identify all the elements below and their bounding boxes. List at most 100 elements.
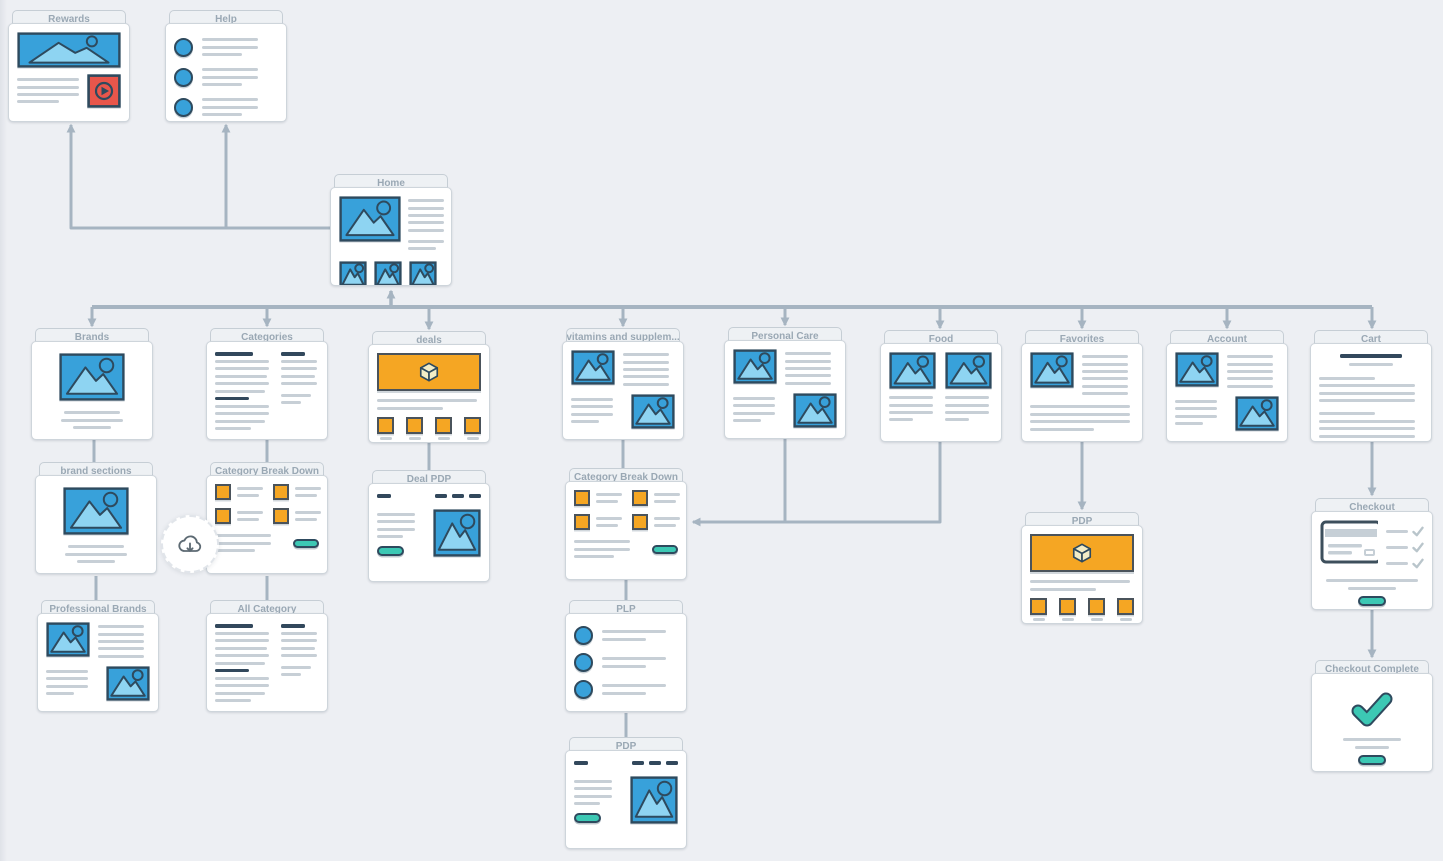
node-help[interactable]: Help — [165, 10, 287, 122]
node-rewards[interactable]: Rewards — [8, 10, 130, 122]
node-thumbnail-list_circles — [565, 613, 687, 712]
cloud-download-icon[interactable] — [161, 515, 219, 573]
circle-bullet-icon — [174, 37, 193, 57]
node-checkout-complete[interactable]: Checkout Complete — [1311, 660, 1433, 772]
node-thumbnail-image_lines — [1021, 343, 1143, 442]
image-icon — [1030, 352, 1074, 388]
image-icon — [630, 776, 678, 824]
node-thumbnail-text_page — [1310, 343, 1432, 442]
placeholder-lines — [574, 776, 621, 824]
button-placeholder — [1358, 754, 1386, 765]
node-title: Personal Care — [751, 330, 819, 342]
credit-card-icon — [1320, 520, 1378, 564]
node-thumbnail-split_images — [37, 613, 159, 712]
node-thumbnail-promo_grid — [368, 344, 490, 443]
image-icon — [733, 349, 777, 384]
placeholder-lines — [1343, 736, 1401, 751]
node-account[interactable]: Account — [1166, 330, 1288, 442]
placeholder-lines — [1319, 352, 1423, 368]
image-icon — [339, 196, 401, 242]
node-personal-care[interactable]: Personal Care — [724, 327, 846, 439]
success-check-icon — [1351, 692, 1393, 727]
placeholder-lines — [295, 509, 321, 524]
node-category-break-down-2[interactable]: Category Break Down — [565, 468, 687, 580]
placeholder-lines — [945, 394, 992, 424]
node-home[interactable]: Home — [330, 174, 452, 286]
placeholder-lines — [17, 74, 79, 106]
node-thumbnail-checkout_complete — [1311, 673, 1433, 772]
node-checkout[interactable]: Checkout — [1311, 498, 1433, 610]
image-icon — [339, 261, 367, 285]
placeholder-lines — [237, 485, 263, 500]
placeholder-lines — [602, 682, 666, 697]
image-icon — [59, 353, 125, 401]
placeholder-lines — [1082, 352, 1134, 397]
node-title: PDP — [615, 740, 637, 752]
placeholder-lines — [623, 350, 675, 388]
node-title: Brands — [74, 331, 110, 343]
placeholder-lines — [602, 655, 666, 670]
node-thumbnail-hero_video — [8, 23, 130, 122]
node-brand-sections[interactable]: brand sections — [35, 462, 157, 574]
node-title: All Category — [237, 603, 297, 615]
node-title: Help — [215, 13, 237, 25]
node-pdp[interactable]: PDP — [565, 737, 687, 849]
node-cart[interactable]: Cart — [1310, 330, 1432, 442]
node-plp[interactable]: PLP — [565, 600, 687, 712]
cloud-glyph — [178, 535, 202, 552]
placeholder-lines — [377, 397, 481, 412]
node-thumbnail-two_images — [880, 343, 1002, 442]
cube-icon — [419, 362, 439, 382]
placeholder-lines — [574, 538, 630, 560]
placeholder-lines — [281, 350, 317, 406]
node-deal-pdp[interactable]: Deal PDP — [368, 470, 490, 582]
node-thumbnail-pdp — [565, 750, 687, 849]
button-placeholder — [652, 544, 678, 554]
placeholder-lines — [1319, 375, 1423, 405]
node-deals[interactable]: deals — [368, 331, 490, 443]
circle-bullet-icon — [574, 653, 593, 672]
node-thumbnail-checkout — [1311, 511, 1433, 610]
button-placeholder — [574, 813, 601, 824]
node-food[interactable]: Food — [880, 330, 1002, 442]
image-icon — [106, 666, 150, 701]
node-title: PDP — [1071, 515, 1093, 527]
placeholder-lines — [202, 66, 258, 88]
placeholder-lines — [596, 491, 622, 506]
node-pdp-favorites[interactable]: PDP — [1021, 512, 1143, 624]
node-title: Favorites — [1059, 333, 1105, 345]
placeholder-lines — [408, 196, 444, 253]
placeholder-lines — [215, 350, 269, 432]
node-thumbnail-home — [330, 187, 452, 286]
placeholder-lines — [571, 394, 623, 426]
placeholder-lines — [202, 96, 258, 118]
node-brands[interactable]: Brands — [31, 328, 153, 440]
placeholder-lines — [61, 409, 123, 431]
node-title: Category Break Down — [215, 465, 319, 477]
node-title: Checkout — [1349, 501, 1395, 513]
node-vitamins[interactable]: vitamins and supplem... — [562, 328, 684, 440]
image-icon — [63, 487, 129, 535]
circle-bullet-icon — [574, 680, 593, 699]
button-placeholder — [1358, 595, 1386, 606]
image-icon — [945, 352, 992, 389]
image-icon — [1235, 396, 1279, 431]
circle-bullet-icon — [174, 97, 193, 117]
placeholder-lines — [65, 543, 127, 565]
node-thumbnail-split_images — [724, 340, 846, 439]
placeholder-lines — [215, 622, 269, 704]
node-all-category[interactable]: All Category — [206, 600, 328, 712]
node-thumbnail-promo_grid — [1021, 525, 1143, 624]
node-categories[interactable]: Categories — [206, 328, 328, 440]
placeholder-lines — [1030, 403, 1134, 433]
placeholder-lines — [281, 622, 317, 678]
node-title: Rewards — [48, 13, 90, 25]
node-favorites[interactable]: Favorites — [1021, 330, 1143, 442]
image-icon — [793, 393, 837, 428]
node-category-break-down-1[interactable]: Category Break Down — [206, 462, 328, 574]
node-title: Deal PDP — [406, 473, 452, 485]
image-icon — [433, 509, 481, 557]
node-professional-brands[interactable]: Professional Brands — [37, 600, 159, 712]
node-title: Professional Brands — [49, 603, 147, 615]
